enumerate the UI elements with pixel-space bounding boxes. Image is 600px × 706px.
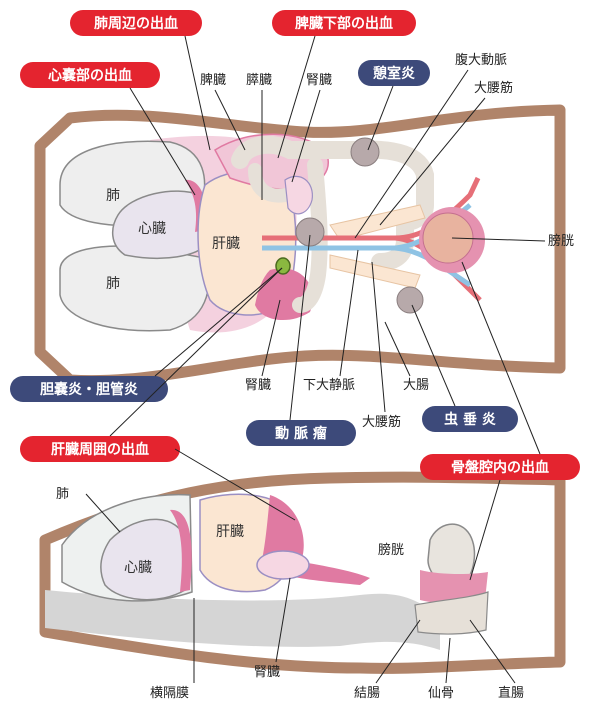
leader-lung-surround-bleed (184, 35, 211, 151)
label-psoas-top: 大腰筋 (474, 80, 513, 96)
leader-psoas-top (379, 97, 486, 226)
side-spine-band (45, 590, 440, 650)
top-bladder-inner (422, 212, 474, 264)
label-lung-upper: 肺 (106, 188, 120, 204)
leader-kidney-bottom (261, 299, 281, 377)
label-psoas-bottom: 大腰筋 (362, 414, 401, 430)
leader-ivc (339, 249, 359, 377)
label-aorta: 腹大動脈 (455, 52, 507, 68)
side-label-diaphragm: 横隔膜 (150, 686, 189, 701)
leader-diverticulitis (367, 85, 394, 151)
side-leader-kidney (275, 577, 291, 663)
side-label-heart: 心臓 (124, 560, 152, 576)
callout-gallbladder-bile-duct: 胆嚢炎・胆管炎 (10, 376, 168, 402)
label-heart: 心臓 (138, 221, 166, 237)
label-kidney-top: 腎臓 (306, 73, 332, 88)
side-label-sacrum: 仙骨 (428, 686, 454, 701)
leader-kidney-top (291, 89, 321, 183)
top-colon-left (248, 163, 292, 203)
top-psoas-upper (329, 204, 426, 241)
side-label-colon: 結腸 (354, 686, 380, 701)
svg-text:胆嚢炎・胆管炎: 胆嚢炎・胆管炎 (40, 381, 138, 398)
leader-liver-surround-top (109, 267, 283, 437)
label-spleen: 脾臓 (200, 73, 226, 88)
leader-aneurysm (289, 234, 311, 421)
label-lung-lower: 肺 (106, 276, 120, 292)
callout-diverticulitis: 憩室炎 (358, 60, 430, 86)
side-pelvic-bleed (420, 570, 488, 604)
svg-text:憩室炎: 憩室炎 (373, 65, 415, 82)
svg-text:動 脈 瘤: 動 脈 瘤 (275, 425, 327, 442)
leader-pericardial-bleed (129, 87, 196, 196)
callout-liver-surround-bleed: 肝臓周囲の出血 (20, 436, 180, 462)
callout-pelvic-bleed: 骨盤腔内の出血 (420, 454, 580, 480)
svg-text:肺周辺の出血: 肺周辺の出血 (94, 15, 178, 32)
svg-text:心嚢部の出血: 心嚢部の出血 (48, 67, 132, 84)
label-bladder: 膀胱 (548, 233, 574, 249)
svg-text:骨盤腔内の出血: 骨盤腔内の出血 (451, 459, 549, 476)
callout-appendicitis: 虫 垂 炎 (422, 406, 518, 432)
label-ivc: 下大静脈 (303, 378, 355, 393)
top-aneurysm-ball (295, 217, 325, 247)
leader-liver-surround-side (174, 448, 296, 521)
callout-spleen-lower-bleed: 脾臓下部の出血 (272, 10, 416, 36)
leader-pelvic-top (461, 261, 541, 455)
leader-spleen (214, 89, 246, 151)
callout-aneurysm: 動 脈 瘤 (246, 420, 356, 446)
leader-aorta (354, 69, 469, 239)
leader-bladder (451, 237, 546, 242)
leader-psoas-bottom (371, 261, 386, 413)
side-leader-sacrum (445, 637, 451, 684)
top-view: 肺 心臓 肺 肝臓 脾臓 膵臓 腎臓 腹大動脈 大腰筋 膀胱 腎臓 下大静脈 大… (34, 52, 574, 430)
leader-gallbladder (154, 267, 283, 377)
callout-pericardial-bleed: 心嚢部の出血 (20, 62, 160, 88)
side-label-bladder: 膀胱 (378, 542, 404, 558)
leader-spleen-lower-bleed (277, 35, 316, 159)
label-liver: 肝臓 (212, 236, 240, 252)
leader-pelvic-side (469, 479, 501, 581)
label-kidney-bottom: 腎臓 (245, 378, 271, 393)
svg-text:肝臓周囲の出血: 肝臓周囲の出血 (51, 441, 149, 458)
top-colon-descending (292, 157, 328, 313)
svg-text:虫 垂 炎: 虫 垂 炎 (444, 411, 496, 428)
top-lung-lower (59, 245, 210, 332)
side-label-liver: 肝臓 (216, 524, 244, 540)
svg-text:脾臓下部の出血: 脾臓下部の出血 (295, 15, 393, 32)
top-heart (111, 190, 211, 259)
side-label-kidney: 腎臓 (254, 665, 280, 680)
top-kidney (284, 175, 313, 215)
side-kidney (256, 550, 310, 580)
side-pericardial-bleed (170, 509, 192, 592)
callouts: 肺周辺の出血 脾臓下部の出血 心嚢部の出血 肝臓周囲の出血 骨盤腔内の出血 憩室… (10, 10, 580, 581)
label-large-intestine: 大腸 (403, 378, 429, 393)
side-heart (100, 518, 186, 601)
side-label-rectum: 直腸 (498, 686, 524, 701)
side-leader-lung (85, 493, 121, 533)
top-appendix-ball (396, 286, 424, 314)
callout-lung-surround-bleed: 肺周辺の出血 (70, 10, 202, 36)
side-label-lung: 肺 (56, 487, 69, 502)
side-leader-colon (375, 619, 421, 684)
leader-large-intestine (384, 321, 411, 377)
leader-appendicitis (411, 304, 456, 407)
side-leader-rectum (469, 619, 516, 684)
side-view: 心臓 肝臓 肺 膀胱 横隔膜 腎臓 結腸 仙骨 直腸 (39, 471, 566, 701)
top-diverticulum-ball (350, 137, 380, 167)
label-pancreas: 膵臓 (246, 73, 272, 88)
side-sacrum (414, 591, 489, 635)
